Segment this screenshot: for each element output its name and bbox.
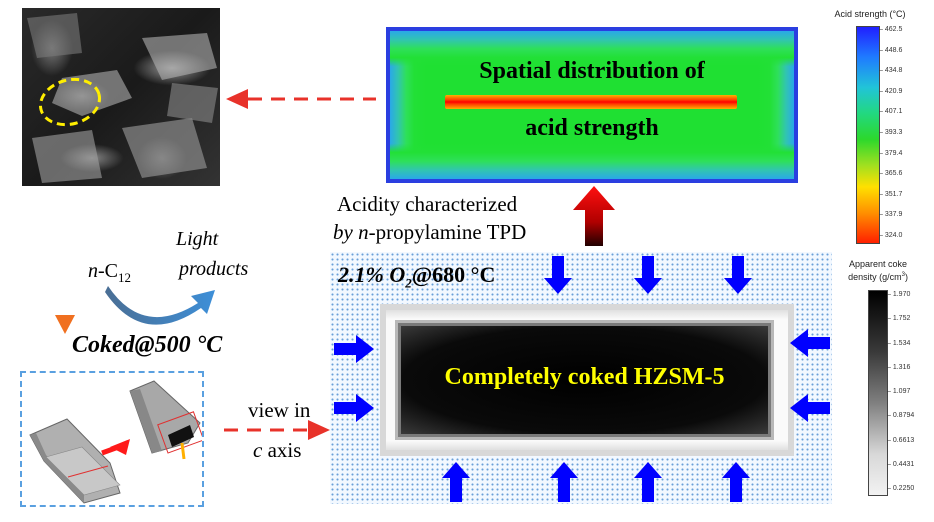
reactant: n-C12	[88, 260, 131, 286]
coke-tick: – 1.097	[887, 388, 911, 395]
acid-tick: – 434.8	[879, 67, 903, 75]
acidity-n: n	[358, 220, 369, 244]
acidity-line1: Acidity characterized	[337, 192, 518, 216]
crystal-view-box	[20, 371, 204, 507]
acid-tick: – 407.1	[879, 108, 903, 116]
sem-micrograph	[22, 8, 220, 186]
reactant-n: n	[88, 260, 98, 282]
coke-tick: – 0.8794	[887, 412, 915, 420]
acid-tick: – 337.9	[879, 211, 903, 219]
acid-tick: – 393.3	[879, 129, 903, 136]
acidity-line2-prefix: by	[333, 220, 359, 244]
reactant-sub: 12	[118, 270, 131, 285]
arrow-up-4	[722, 462, 750, 502]
oxygen-arrows	[334, 256, 830, 502]
up-red-arrow	[573, 186, 615, 246]
coke-tick: – 0.4431	[887, 460, 915, 468]
view-c: c	[253, 438, 263, 462]
regeneration-condition: 2.1% O2@680 °C	[338, 262, 495, 291]
view-line1: view in	[248, 398, 311, 422]
coked-label: Coked@500 °C	[72, 332, 223, 358]
acidity-line2-rest: -propylamine TPD	[368, 220, 527, 244]
coke-colorbar-title: Apparent coke density (g/cm3)	[828, 259, 928, 283]
coke-tick: – 0.6613	[887, 436, 915, 444]
arrow-left-2	[790, 394, 830, 422]
view-arrow	[224, 420, 330, 440]
sem-to-coked-arrow	[55, 112, 75, 334]
acid-colorbar-title: Acid strength (°C)	[834, 9, 906, 19]
acid-tick: – 420.9	[879, 87, 903, 95]
acid-tick: – 379.4	[879, 149, 903, 157]
coke-tick: – 1.316	[887, 363, 911, 371]
arrow-up-1	[442, 462, 470, 502]
arrow-right-1	[334, 335, 374, 363]
acid-colorbar	[856, 26, 880, 244]
acid-strength-hotline	[445, 95, 737, 109]
arrow-up-2	[550, 462, 578, 502]
map-to-sem-arrow	[226, 89, 376, 109]
view-axis: axis	[262, 438, 302, 462]
acid-map-title-line2: acid strength	[525, 115, 659, 141]
condition-prefix: 2.1% O	[338, 262, 406, 287]
coke-tick: – 1.970	[887, 291, 911, 298]
acid-tick: – 448.6	[879, 46, 903, 54]
arrow-down-1	[544, 256, 572, 294]
coke-tick: – 0.2250	[887, 485, 915, 492]
acid-tick: – 365.6	[879, 170, 903, 178]
acid-tick: – 462.5	[879, 26, 903, 33]
highlight-ellipse	[38, 77, 102, 127]
arrow-left-1	[790, 329, 830, 357]
acid-tick: – 324.0	[879, 232, 903, 239]
product-line2: products	[179, 258, 249, 280]
arrow-up-3	[634, 462, 662, 502]
arrow-down-2	[634, 256, 662, 294]
coke-map-core	[401, 326, 768, 434]
reactant-c: -C	[98, 260, 118, 282]
arrow-down-3	[724, 256, 752, 294]
coke-colorbar-close: )	[904, 272, 908, 282]
coke-tick: – 1.752	[887, 315, 911, 323]
coke-colorbar-unit: density (g/cm	[848, 272, 902, 282]
coke-colorbar-title-line1: Apparent coke	[848, 259, 908, 269]
arrow-right-2	[334, 394, 374, 422]
acid-tick: – 351.7	[879, 190, 903, 198]
coke-colorbar	[868, 290, 888, 496]
coke-tick: – 1.534	[887, 339, 911, 347]
coke-colorbar-sup: 3	[901, 272, 905, 278]
acid-map-title-line1: Spatial distribution of	[479, 58, 705, 84]
acidity-line2: by n-propylamine TPD	[333, 220, 526, 245]
condition-sub: 2	[405, 275, 412, 291]
condition-rest: @680 °C	[411, 262, 496, 287]
coke-colorbar-title-line2: density (g/cm3)	[828, 270, 928, 283]
product-line1: Light	[176, 228, 219, 250]
view-line2: c axis	[253, 438, 301, 463]
reaction-curved-arrow	[105, 286, 215, 325]
coke-core-label: Completely coked HZSM-5	[444, 364, 725, 390]
